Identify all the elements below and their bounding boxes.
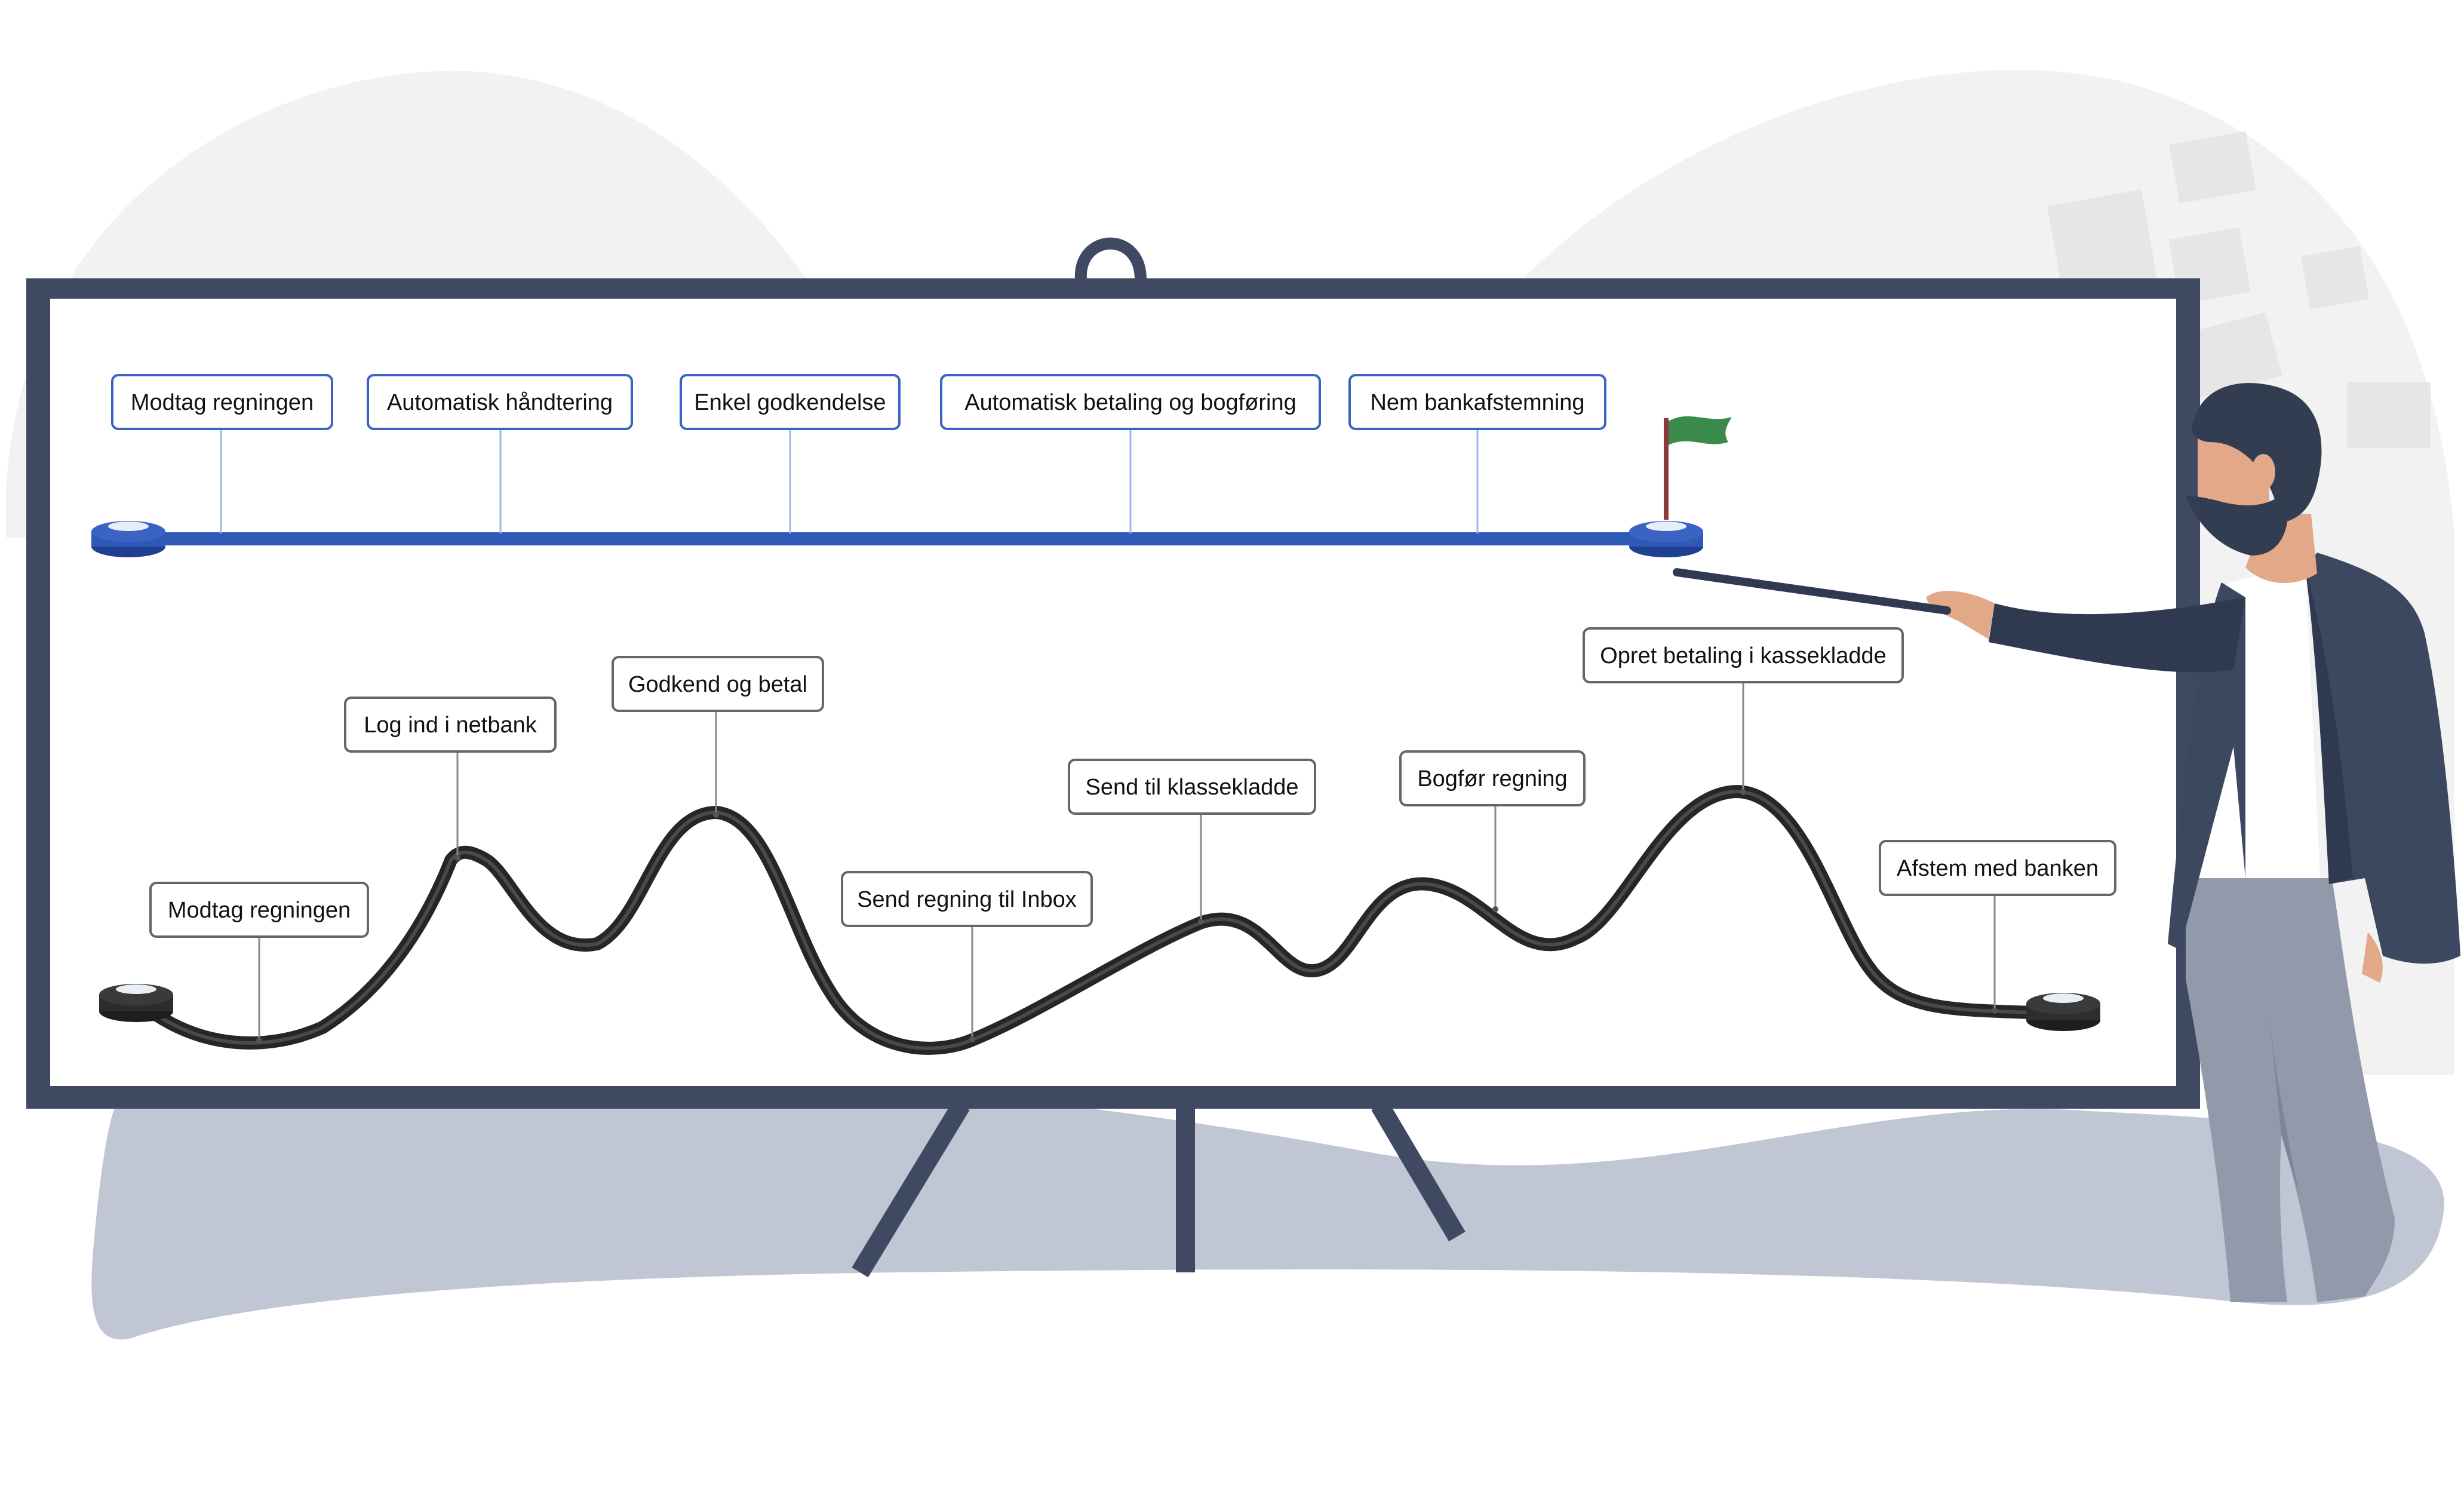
bottom-step-labels: Modtag regningen Log ind i netbank Godkend… [149, 627, 2116, 1044]
bottom-step-marker [713, 812, 719, 818]
top-step-label: Automatisk betaling og bogføring [964, 390, 1296, 415]
bottom-step-2: Log ind i netbank [344, 697, 557, 861]
bottom-step-1: Modtag regningen [149, 882, 369, 1044]
bottom-step-box [841, 871, 1093, 927]
decorative-tiles [2047, 131, 2431, 448]
top-timeline [91, 416, 1732, 557]
bottom-step-label: Opret betaling i kassekladde [1600, 643, 1887, 668]
bottom-step-marker [454, 855, 460, 861]
top-step-box [1348, 374, 1606, 430]
top-step-marker [1127, 533, 1133, 539]
bottom-step-label: Bogfør regning [1417, 766, 1567, 792]
bottom-track-highlight [136, 789, 2032, 1050]
top-step-4: Automatisk betaling og bogføring [940, 374, 1321, 539]
bottom-step-marker [1992, 1008, 1998, 1014]
bottom-step-label: Modtag regningen [168, 898, 351, 923]
presenter-arm [1989, 597, 2245, 673]
top-step-label: Enkel godkendelse [694, 390, 886, 415]
finish-flag [1664, 416, 1732, 520]
top-step-marker [497, 533, 503, 539]
bottom-timeline [99, 784, 2100, 1055]
bottom-step-label: Send til klassekladde [1086, 775, 1299, 800]
bottom-step-box [149, 882, 369, 938]
bottom-step-box [344, 697, 557, 753]
presenter [1673, 383, 2460, 1302]
bottom-step-marker [1198, 919, 1204, 925]
board-hanger [1074, 237, 1147, 280]
top-step-3: Enkel godkendelse [680, 374, 901, 539]
bottom-step-marker [1492, 906, 1498, 912]
top-step-5: Nem bankafstemning [1348, 374, 1606, 539]
top-step-2: Automatisk håndtering [367, 374, 633, 539]
top-step-label: Automatisk håndtering [387, 390, 613, 415]
presenter-hand [1926, 591, 1995, 639]
presenter-jacket [2168, 582, 2245, 950]
top-step-box [680, 374, 901, 430]
flag-icon [1669, 416, 1732, 445]
bottom-step-box [1879, 840, 2116, 896]
top-step-labels: Modtag regningen Automatisk håndtering Enk… [111, 374, 1606, 539]
top-step-box [111, 374, 333, 430]
bottom-step-marker [969, 1036, 975, 1042]
top-track-start-cap [91, 521, 165, 557]
bottom-step-5: Send til klassekladde [1068, 759, 1316, 925]
top-step-marker [218, 533, 224, 539]
bottom-step-marker [256, 1038, 262, 1044]
bottom-track-end-cap [2026, 993, 2100, 1031]
top-step-label: Modtag regningen [131, 390, 314, 415]
top-step-box [940, 374, 1321, 430]
floor-blob [91, 1070, 2444, 1340]
top-step-marker [787, 533, 793, 539]
pointer-stick [1673, 568, 1951, 615]
bottom-step-label: Afstem med banken [1897, 856, 2099, 881]
bottom-track-start-cap [99, 984, 173, 1022]
bottom-step-label: Godkend og betal [628, 672, 807, 697]
bottom-step-3: Godkend og betal [612, 656, 824, 818]
bottom-step-marker [1740, 789, 1746, 795]
top-step-1: Modtag regningen [111, 374, 333, 539]
bottom-step-label: Send regning til Inbox [857, 887, 1077, 912]
presenter-trousers [2186, 878, 2395, 1302]
bottom-step-box [1068, 759, 1316, 815]
bottom-step-box [612, 656, 824, 712]
bottom-step-4: Send regning til Inbox [841, 871, 1093, 1042]
bottom-step-6: Bogfør regning [1399, 750, 1586, 912]
bottom-step-label: Log ind i netbank [364, 713, 537, 738]
top-step-marker [1474, 533, 1480, 539]
presenter-hair [2192, 383, 2322, 523]
top-step-label: Nem bankafstemning [1370, 390, 1584, 415]
bottom-step-box [1583, 627, 1904, 683]
presenter-beard [2186, 490, 2288, 556]
bottom-step-8: Afstem med banken [1879, 840, 2116, 1014]
easel-stand [852, 1100, 1466, 1278]
bottom-step-box [1399, 750, 1586, 806]
bottom-step-7: Opret betaling i kassekladde [1583, 627, 1904, 795]
top-step-box [367, 374, 633, 430]
top-track-end-cap [1629, 521, 1703, 557]
